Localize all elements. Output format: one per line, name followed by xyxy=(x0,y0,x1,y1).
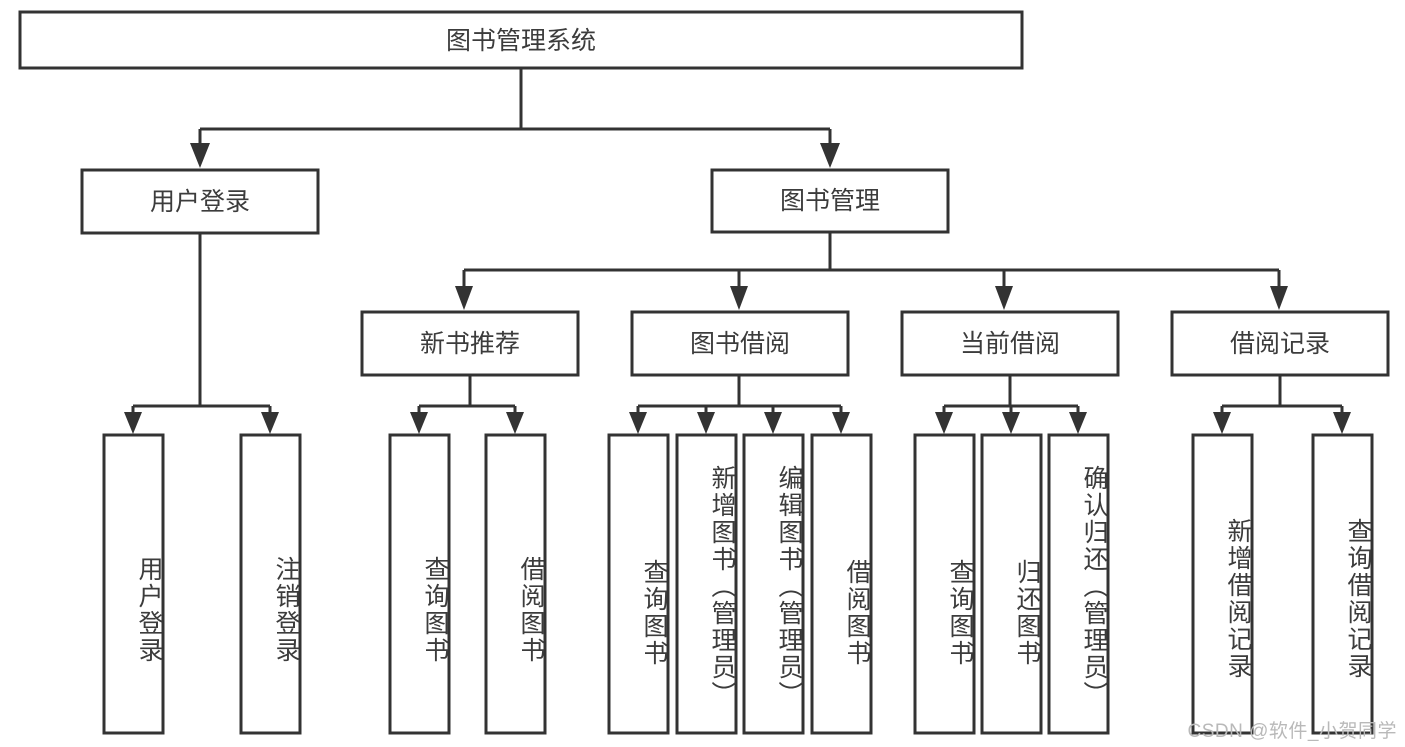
arrow-head-new-book xyxy=(455,286,473,310)
arrow-head-ul-leaf1 xyxy=(124,412,142,434)
arrow-head-nb-leaf2 xyxy=(506,412,524,434)
node-leaf-book-borrow-edit[interactable] xyxy=(742,433,805,735)
arrow-head-cb-leaf3 xyxy=(1069,412,1087,434)
node-leaf-current-borrow-confirm[interactable] xyxy=(1047,433,1110,735)
node-book-management[interactable] xyxy=(710,168,950,234)
arrow-head-nb-leaf1 xyxy=(410,412,428,434)
connector-group-new-book-leaves xyxy=(410,375,524,434)
arrow-head-bb-leaf1 xyxy=(629,412,647,434)
arrow-head-bb-leaf2 xyxy=(697,412,715,434)
label-current-borrow: 当前借阅 xyxy=(960,330,1060,358)
csdn-watermark: CSDN @软件_小贺同学 xyxy=(1187,721,1397,742)
node-leaf-book-borrow-query[interactable] xyxy=(607,433,670,735)
connector-group-current-borrow-leaves xyxy=(935,375,1087,434)
connector-group-root xyxy=(190,68,840,168)
connector-group-book-mgmt xyxy=(455,232,1288,310)
label-user-login: 用户登录 xyxy=(150,188,250,216)
arrow-head-ul-leaf2 xyxy=(261,412,279,434)
label-root: 图书管理系统 xyxy=(446,27,596,55)
arrow-head-user-login xyxy=(190,143,210,168)
node-leaf-current-borrow-return[interactable] xyxy=(980,433,1043,735)
node-leaf-user-login-login[interactable] xyxy=(102,433,165,735)
connector-group-book-borrow-leaves xyxy=(629,375,850,434)
arrow-head-current-borrow xyxy=(995,286,1013,310)
node-leaf-borrow-record-add[interactable] xyxy=(1191,433,1254,735)
label-borrow-record: 借阅记录 xyxy=(1230,330,1330,358)
label-book-borrow: 图书借阅 xyxy=(690,330,790,358)
arrow-head-book-mgmt xyxy=(820,143,840,168)
label-new-book-recommend: 新书推荐 xyxy=(420,330,520,358)
node-borrow-record[interactable] xyxy=(1170,310,1390,377)
arrow-head-cb-leaf2 xyxy=(1002,412,1020,434)
arrow-head-br-leaf1 xyxy=(1213,412,1231,434)
label-book-management: 图书管理 xyxy=(780,187,880,215)
node-leaf-book-borrow-lend[interactable] xyxy=(810,433,873,735)
arrow-head-book-borrow xyxy=(730,286,748,310)
arrow-head-bb-leaf3 xyxy=(764,412,782,434)
node-leaf-borrow-record-query[interactable] xyxy=(1311,433,1374,735)
connector-group-user-login-leaves xyxy=(124,233,279,434)
arrow-head-cb-leaf1 xyxy=(935,412,953,434)
node-new-book-recommend[interactable] xyxy=(360,310,580,377)
node-leaf-book-borrow-add[interactable] xyxy=(675,433,738,735)
node-root-book-management-system[interactable] xyxy=(18,10,1024,70)
node-leaf-new-book-borrow[interactable] xyxy=(484,433,547,735)
arrow-head-borrow-record xyxy=(1270,286,1288,310)
node-book-borrow[interactable] xyxy=(630,310,850,377)
arrow-head-br-leaf2 xyxy=(1333,412,1351,434)
node-leaf-new-book-query[interactable] xyxy=(388,433,451,735)
arrow-head-bb-leaf4 xyxy=(832,412,850,434)
node-leaf-current-borrow-query[interactable] xyxy=(913,433,976,735)
connector-group-borrow-record-leaves xyxy=(1213,375,1351,434)
node-user-login[interactable] xyxy=(80,168,320,235)
node-leaf-user-login-logout[interactable] xyxy=(239,433,302,735)
node-current-borrow[interactable] xyxy=(900,310,1120,377)
